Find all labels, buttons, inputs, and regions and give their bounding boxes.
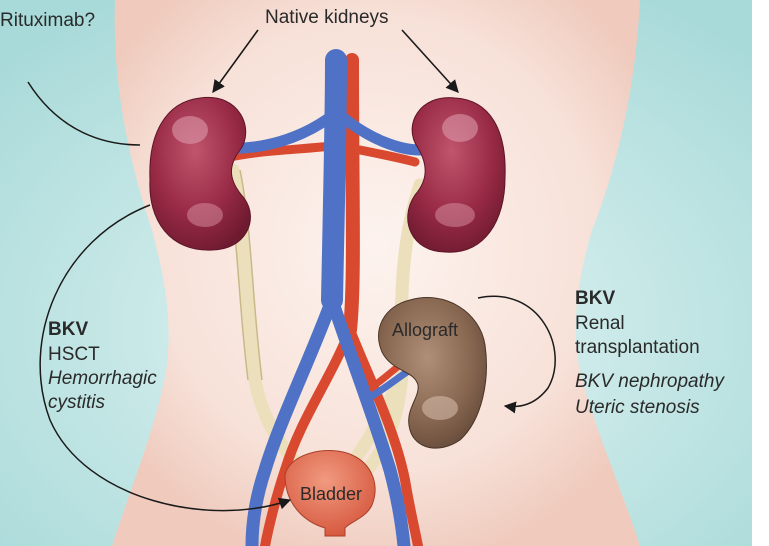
right-uteric-stenosis-label: Uteric stenosis — [575, 396, 700, 420]
right-kidney-highlight — [442, 114, 478, 142]
right-transplantation-label: transplantation — [575, 336, 700, 360]
left-kidney-highlight — [172, 116, 208, 144]
right-edge-white — [752, 0, 769, 546]
left-cystitis-label: cystitis — [48, 391, 105, 415]
allograft-label: Allograft — [392, 318, 458, 342]
bladder-label: Bladder — [300, 482, 362, 506]
right-kidney-highlight-2 — [435, 203, 475, 227]
right-bkv-heading: BKV — [575, 287, 615, 311]
right-renal-label: Renal — [575, 312, 625, 336]
allograft-highlight — [422, 396, 458, 420]
left-hsct-label: HSCT — [48, 343, 100, 367]
native-kidneys-label: Native kidneys — [265, 6, 389, 30]
right-bkv-nephropathy-label: BKV nephropathy — [575, 370, 724, 394]
rituximab-label: Rituximab? — [0, 9, 95, 33]
left-hemorrhagic-label: Hemorrhagic — [48, 367, 157, 391]
left-kidney-highlight-2 — [187, 203, 223, 227]
left-bkv-heading: BKV — [48, 318, 88, 342]
